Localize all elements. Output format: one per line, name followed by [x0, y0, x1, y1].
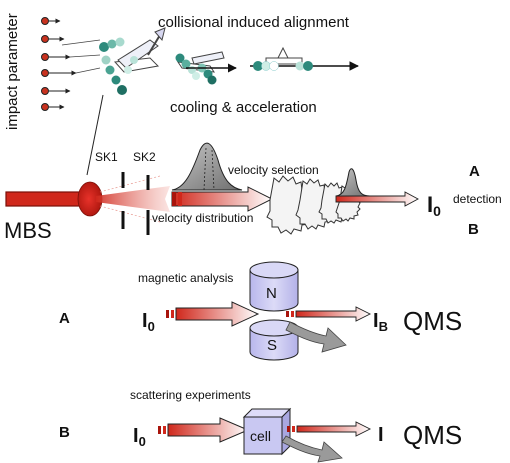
pointer-line: [86, 94, 104, 176]
beam-arrow-main: [171, 186, 274, 212]
selected-velocity-peak: [335, 168, 371, 197]
alignment-title: collisional induced alignment: [158, 14, 350, 31]
panel-b-label: B: [59, 424, 70, 441]
skimmers: [121, 172, 150, 235]
impact-particles: [41, 17, 77, 111]
label-b-main: B: [468, 221, 479, 238]
impact-parameter-label: impact parameter: [4, 13, 21, 130]
panel-b-title: scattering experiments: [130, 388, 251, 402]
velocity-selection-label: velocity selection: [228, 163, 319, 177]
expansion-spray: [96, 186, 170, 212]
panel-a-label: A: [59, 310, 70, 327]
velocity-distribution-curve: [171, 142, 243, 191]
sk2-label: SK2: [133, 150, 156, 164]
magnet-n-label: N: [266, 285, 277, 302]
cell-label: cell: [250, 428, 271, 444]
impact-parameter-group: impact parameter: [4, 13, 104, 176]
mbs-label: MBS: [4, 218, 52, 243]
particle: [41, 35, 49, 43]
particle: [41, 69, 49, 77]
panel-b-deflected-beam: [281, 435, 343, 463]
mbs-tube: [5, 191, 85, 207]
panel-b-i0: I0: [133, 425, 146, 449]
particle: [41, 103, 49, 111]
particle: [41, 87, 49, 95]
panel-b-beam-out: [296, 421, 372, 437]
molecule-cluster-3: [250, 46, 359, 71]
magnet-n: N: [249, 261, 299, 312]
panel-a-title: magnetic analysis: [138, 271, 233, 285]
panel-b: B scattering experiments I0 cell I QMS: [59, 388, 462, 463]
collision-lines: [61, 39, 101, 74]
molecule-cluster-1: [99, 27, 166, 95]
panel-a-i0: I0: [142, 310, 155, 334]
molecule-cluster-2: [175, 51, 237, 85]
panel-a-beam-out: [295, 306, 372, 322]
panel-a-ib: IB: [373, 310, 388, 334]
panel-b-qms: QMS: [403, 420, 462, 450]
panel-a: A magnetic analysis I0 N S IB QMS: [59, 261, 462, 361]
particle: [41, 53, 49, 61]
velocity-selector: [266, 175, 361, 235]
cooling-acceleration-label: cooling & acceleration: [170, 99, 317, 116]
magnet-s: S: [249, 319, 299, 361]
panel-b-i: I: [378, 424, 384, 446]
particle: [41, 17, 49, 25]
sk1-label: SK1: [95, 150, 118, 164]
panel-b-beam-in: [167, 417, 250, 443]
velocity-distribution-label: velocity distribution: [152, 211, 253, 225]
molecular-beam-source: [5, 175, 170, 223]
panel-a-qms: QMS: [403, 306, 462, 336]
i0-main: I0: [427, 192, 441, 219]
beam-arrow-selected: [335, 191, 419, 207]
panel-a-deflected-beam: [285, 321, 347, 353]
scattering-cell: cell: [242, 407, 292, 456]
panel-a-beam-in: [175, 301, 260, 327]
label-a-main: A: [469, 163, 480, 180]
magnet-s-label: S: [267, 337, 277, 354]
detection-label: detection: [453, 192, 502, 206]
